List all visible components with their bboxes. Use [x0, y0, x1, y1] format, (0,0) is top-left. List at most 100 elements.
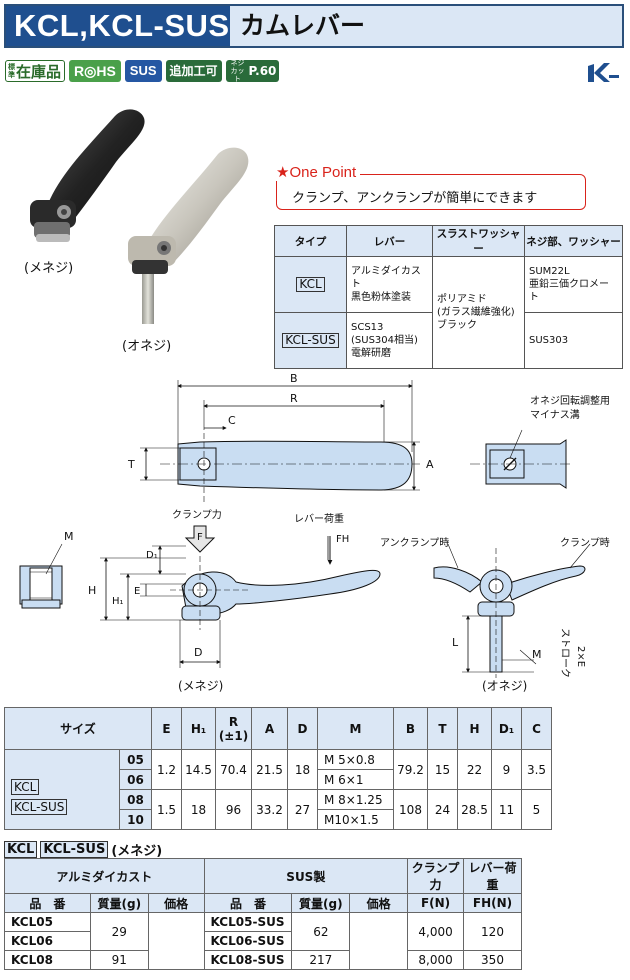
spec-cell: 15	[427, 749, 458, 790]
spec-header-a: A	[251, 707, 288, 750]
spec-cell: 24	[427, 789, 458, 830]
price-header-code: 品 番	[203, 893, 293, 913]
spec-cell: 3.5	[521, 749, 552, 790]
neji-cut-badge[interactable]: ネジカット P.60	[225, 59, 280, 83]
price-section-heading: KCL KCL-SUS (メネジ)	[4, 840, 162, 859]
spec-size-no: 06	[118, 769, 153, 790]
sus-badge: SUS	[124, 60, 162, 82]
price-header-code: 品 番	[4, 893, 91, 913]
table-row: 10 M10×1.5	[5, 809, 552, 830]
material-thrust-line: (ガラス繊維強化)	[437, 307, 515, 318]
spec-header-h: H	[457, 707, 492, 750]
clamp-force-arrow	[184, 525, 216, 553]
badge-row: 標準 在庫品 R◎HS SUS 追加工可 ネジカット P.60	[5, 59, 280, 83]
dim-c-label: C	[228, 414, 236, 427]
male-caption: (オネジ)	[122, 339, 172, 354]
price-header-mass: 質量(g)	[89, 893, 149, 913]
page-subtitle: カムレバー	[230, 6, 622, 46]
material-type-cell: KCL-SUS	[274, 312, 347, 369]
slot-note-line2: マイナス溝	[530, 408, 580, 421]
price-code-alu: KCL05	[4, 912, 91, 932]
spec-m-cell: M 6×1	[317, 769, 394, 790]
slot-note-line1: オネジ回転調整用	[530, 394, 610, 407]
male-lever-photo	[128, 147, 249, 324]
material-lever-line: SCS13	[351, 322, 384, 333]
spec-cell: 33.2	[251, 789, 288, 830]
material-screw-cell: SUS303	[524, 312, 623, 369]
price-header-mass: 質量(g)	[291, 893, 351, 913]
price-code-sus: KCL05-SUS	[203, 912, 293, 932]
material-type-cell: KCL	[274, 256, 347, 313]
clamp-label: クランプ時	[560, 537, 610, 549]
material-header-type: タイプ	[274, 225, 347, 257]
spec-header-d: D	[287, 707, 318, 750]
price-mass-sus: 62	[291, 912, 351, 951]
spec-cell: 21.5	[251, 749, 288, 790]
price-code-alu: KCL08	[4, 950, 91, 970]
page-ref: P.60	[248, 64, 277, 78]
spec-header-m: M	[317, 707, 394, 750]
table-row: KCL06 KCL06-SUS	[4, 931, 522, 951]
table-row: KCL KCL-SUS 05 1.2 14.5 70.4 21.5 18 M 5…	[4, 749, 552, 830]
price-group-sus: SUS製	[203, 858, 409, 894]
spec-header-r: R (±1)	[215, 707, 252, 750]
table-row: KCL05 29 KCL05-SUS 62 4,000 120	[4, 912, 522, 970]
spec-size-kcl-sus: KCL-SUS	[11, 798, 68, 815]
spec-cell: 22	[457, 749, 492, 790]
material-table: タイプ レバー スラストワッシャー ネジ部、ワッシャー KCL アルミダイカスト…	[274, 225, 623, 369]
price-code-alu: KCL06	[4, 931, 91, 951]
price-table: アルミダイカスト SUS製 クランプ力 レバー荷重 品 番 質量(g) 価格 品…	[4, 858, 522, 970]
price-f: 4,000	[407, 912, 465, 951]
material-screw-cell: SUM22L 亜鉛三価クロメート	[524, 256, 623, 313]
price-header-f: F(N)	[407, 893, 465, 913]
price-header-price: 価格	[349, 893, 409, 913]
spec-header-h1: H₁	[181, 707, 216, 750]
spec-size-label-cell: KCL KCL-SUS	[4, 749, 120, 830]
dim-r-label: R	[290, 392, 298, 405]
material-type-kcl-sus: KCL-SUS	[282, 333, 339, 348]
spec-cell: 27	[287, 789, 318, 830]
price-mass-sus: 217	[291, 950, 351, 970]
dim-h1-label: H₁	[112, 596, 124, 607]
female-lever-photo	[30, 109, 145, 242]
spec-header-c: C	[521, 707, 552, 750]
spec-cell: 5	[521, 789, 552, 830]
dim-d-label: D	[194, 646, 202, 659]
spec-header-b: B	[393, 707, 428, 750]
material-header-thrust: スラストワッシャー	[432, 225, 525, 257]
price-label-kcl: KCL	[4, 841, 38, 858]
one-point-box: ★One Point クランプ、アンクランプが簡単にできます	[276, 163, 624, 212]
dim-b-label: B	[290, 372, 298, 385]
technical-drawing: B R C T A オネジ回転調整用 マイナス溝 M クランプ力 F レバー荷重…	[19, 372, 610, 693]
price-header-fh: FH(N)	[463, 893, 522, 913]
price-label-type: (メネジ)	[111, 844, 163, 859]
dim-a-label: A	[426, 458, 434, 471]
price-fh: 350	[463, 950, 522, 970]
title-bar: KCL,KCL-SUS カムレバー	[4, 4, 624, 48]
spec-cell: 28.5	[457, 789, 492, 830]
price-mass-alu: 29	[89, 912, 149, 951]
material-thrust-cell: ポリアミド (ガラス繊維強化) ブラック	[432, 256, 525, 369]
material-lever-line: アルミダイカスト	[351, 266, 421, 290]
spec-header-d1: D₁	[491, 707, 522, 750]
price-header-clamp-force: クランプ力	[407, 858, 465, 894]
material-screw-line: SUM22L	[529, 266, 570, 277]
material-type-kcl: KCL	[296, 277, 325, 292]
neji-cut-label: ネジカット	[230, 59, 245, 83]
standard-stock-badge: 標準 在庫品	[5, 60, 66, 82]
spec-m-cell: M 8×1.25	[317, 789, 394, 810]
spec-header-size: サイズ	[4, 707, 152, 750]
price-cell-alu	[147, 912, 205, 970]
material-screw-line: 亜鉛三価クロメート	[529, 279, 609, 303]
price-fh: 120	[463, 912, 522, 951]
price-group-alu: アルミダイカスト	[4, 858, 205, 894]
spec-cell: 96	[215, 789, 252, 830]
spec-m-cell: M 5×0.8	[317, 749, 394, 770]
spec-header-e: E	[151, 707, 182, 750]
spec-header-r-tol: (±1)	[218, 728, 249, 743]
dim-m-label: M	[64, 530, 74, 543]
material-lever-line: (SUS304相当)	[351, 335, 418, 346]
spec-cell: 1.5	[151, 789, 182, 830]
price-header-price: 価格	[147, 893, 205, 913]
spec-size-no: 05	[118, 749, 153, 770]
